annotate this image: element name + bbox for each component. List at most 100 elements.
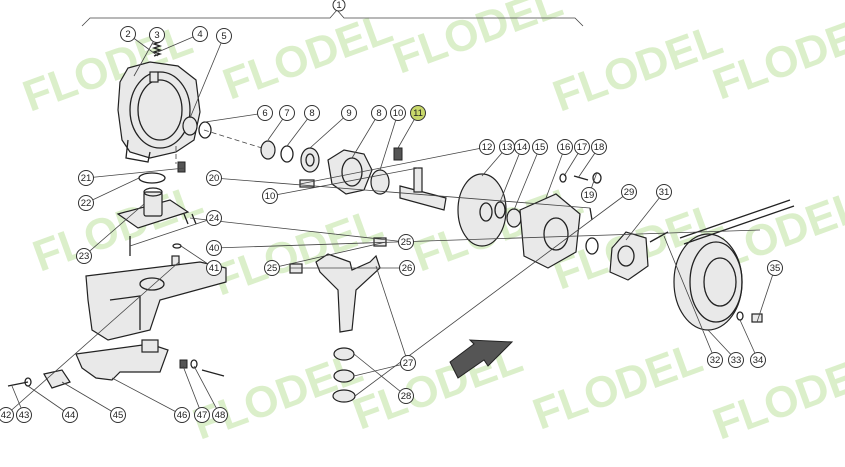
- callout-46: 46: [174, 407, 190, 423]
- callout-14: 14: [514, 139, 530, 155]
- callout-4: 4: [192, 26, 208, 42]
- leader-line: [189, 35, 225, 119]
- callout-circle: [149, 27, 165, 43]
- callout-10: 10: [262, 188, 278, 204]
- callout-number: 47: [197, 410, 208, 421]
- watermark-text: FLODEL: [527, 333, 709, 439]
- leader-line: [513, 146, 541, 211]
- callout-27: 27: [400, 355, 416, 371]
- callout-21: 21: [78, 170, 94, 186]
- callout-circle: [332, 0, 346, 12]
- callout-circle: [206, 210, 222, 226]
- callout-number: 20: [209, 173, 220, 184]
- callout-number: 6: [262, 108, 267, 119]
- leader-line: [299, 146, 488, 185]
- leader-line: [756, 267, 776, 323]
- callout-circle: [399, 260, 415, 276]
- callout-circle: [216, 28, 232, 44]
- callout-circle: [257, 105, 273, 121]
- callout-circle: [398, 234, 414, 250]
- leader-line: [351, 112, 380, 159]
- callout-19: 19: [581, 187, 597, 203]
- callout-number: 43: [19, 410, 30, 421]
- part-flange-15: [519, 193, 581, 269]
- callout-31: 31: [656, 184, 672, 200]
- callout-circle: [279, 105, 295, 121]
- callout-number: 21: [81, 173, 92, 184]
- part-bolt-17: [573, 175, 589, 181]
- leader-line: [213, 177, 591, 209]
- callout-number: 31: [659, 187, 670, 198]
- callout-circle: [304, 105, 320, 121]
- leader-line: [85, 177, 140, 204]
- watermark-text: FLODEL: [207, 199, 389, 305]
- callout-2: 2: [120, 26, 136, 42]
- callout-20: 20: [206, 170, 222, 186]
- callout-15: 15: [532, 139, 548, 155]
- callout-45: 45: [110, 407, 126, 423]
- leader-line: [85, 167, 186, 179]
- watermark-text: FLODEL: [707, 3, 845, 109]
- part-pin-10: [393, 147, 403, 161]
- callout-circle: [750, 352, 766, 368]
- part-bushing-25b: [289, 263, 303, 274]
- callout-number: 16: [560, 142, 571, 153]
- callout-circle: [591, 139, 607, 155]
- callout-number: 4: [197, 29, 202, 40]
- callout-circle: [371, 105, 387, 121]
- callout-number: 22: [81, 198, 92, 209]
- part-washer-16: [559, 173, 567, 183]
- leader-line: [213, 229, 761, 249]
- callout-number: 42: [1, 410, 12, 421]
- leader-line: [545, 146, 566, 199]
- callout-circle: [174, 407, 190, 423]
- callout-number: 12: [482, 142, 493, 153]
- callout-41: 41: [206, 260, 222, 276]
- leader-line: [111, 377, 183, 416]
- callout-number: 46: [177, 410, 188, 421]
- part-ring-6: [260, 140, 276, 160]
- callout-circle: [621, 184, 637, 200]
- watermark-text: FLODEL: [387, 0, 569, 83]
- callout-circle: [78, 195, 94, 211]
- callout-number: 24: [209, 213, 220, 224]
- callout-circle: [400, 355, 416, 371]
- watermark-text: FLODEL: [707, 343, 845, 449]
- callout-circle: [262, 188, 278, 204]
- callout-circle: [264, 260, 280, 276]
- leader-line: [5, 261, 180, 416]
- part-washer-40: [172, 243, 182, 249]
- part-bearing-8: [300, 147, 320, 173]
- callout-circle: [479, 139, 495, 155]
- callout-43: 43: [16, 407, 32, 423]
- leader-line: [625, 191, 665, 241]
- part-pin-20: [177, 161, 186, 173]
- leader-line: [27, 385, 71, 416]
- callout-circle: [120, 26, 136, 42]
- leader-line: [204, 112, 266, 123]
- callout-18: 18: [591, 139, 607, 155]
- part-ring-28: [332, 389, 356, 403]
- callout-circle: [532, 139, 548, 155]
- part-oring-21: [138, 172, 166, 184]
- callout-number: 10: [393, 108, 404, 119]
- callout-number: 8: [309, 108, 314, 119]
- callout-32: 32: [707, 352, 723, 368]
- callout-circle: [341, 105, 357, 121]
- callout-circle: [398, 388, 414, 404]
- callout-48: 48: [212, 407, 228, 423]
- callout-33: 33: [728, 352, 744, 368]
- callout-number: 29: [624, 187, 635, 198]
- watermark-text: FLODEL: [547, 15, 729, 121]
- leader-line: [189, 217, 407, 243]
- part-bearing-27b: [333, 369, 355, 383]
- callout-number: 27: [403, 358, 414, 369]
- callout-number: 1: [336, 0, 341, 11]
- callout-6: 6: [257, 105, 273, 121]
- callout-number: 11: [413, 108, 423, 119]
- callout-number: 15: [535, 142, 546, 153]
- part-bearing-27a: [333, 347, 355, 361]
- callout-number: 23: [79, 251, 90, 262]
